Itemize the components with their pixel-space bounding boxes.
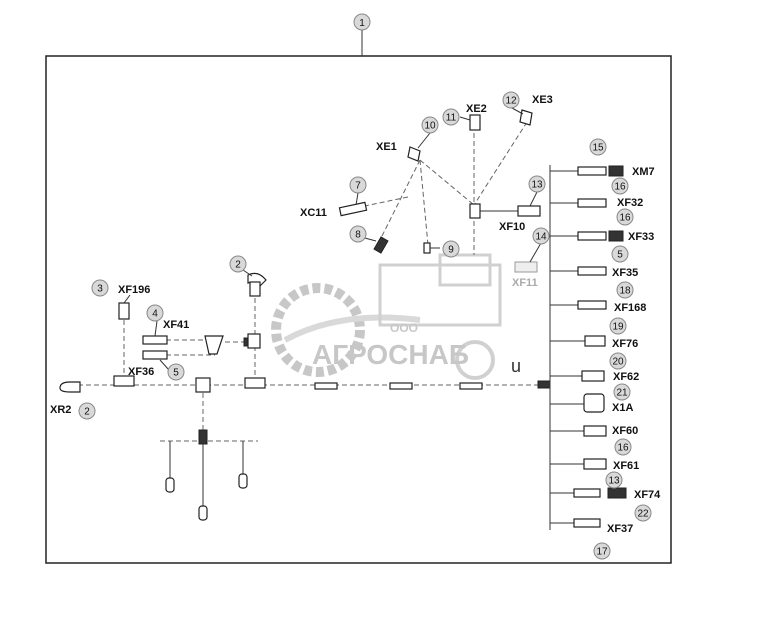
label-xr2: XR2 xyxy=(50,404,71,416)
callout-c22-text: 22 xyxy=(637,509,649,520)
watermark-prefix: ООО xyxy=(390,321,418,335)
label-xf32: XF32 xyxy=(617,197,643,209)
callout-c18-text: 18 xyxy=(619,286,631,297)
callout-c9-text: 9 xyxy=(448,245,454,256)
label-xc11: XC11 xyxy=(300,207,327,219)
callout-c5a xyxy=(167,363,185,381)
callout-c7 xyxy=(349,176,367,194)
xf10-connector xyxy=(517,205,541,217)
callout-c16c xyxy=(614,438,632,456)
callout-c9 xyxy=(442,240,460,258)
callout-c15-text: 15 xyxy=(592,143,604,154)
xf36-connector xyxy=(142,350,168,360)
callout-c2a xyxy=(229,255,247,273)
label-xe1: XE1 xyxy=(376,141,397,153)
diagram-frame xyxy=(45,55,672,564)
xe1-connector xyxy=(407,146,421,162)
callout-c7-text: 7 xyxy=(355,181,361,192)
right-connectors xyxy=(550,165,627,528)
callout-c22 xyxy=(634,504,652,522)
callout-c18 xyxy=(616,281,634,299)
callouts: 2234557891011121313141516161618192021221… xyxy=(78,91,652,560)
callout-c5b-text: 5 xyxy=(617,250,623,261)
callout-c2a-text: 2 xyxy=(235,260,241,271)
callout-c14-text: 14 xyxy=(535,232,547,243)
callout-c19-text: 19 xyxy=(612,322,624,333)
callout-c17-text: 17 xyxy=(596,547,608,558)
callout-c11 xyxy=(442,108,460,126)
callout-c13b-text: 13 xyxy=(608,476,620,487)
xc11-connector xyxy=(338,201,368,217)
label-xf35: XF35 xyxy=(612,267,638,279)
callout-c16c-text: 16 xyxy=(617,443,629,454)
callout-c21 xyxy=(613,383,631,401)
label-xf41: XF41 xyxy=(163,319,189,331)
label-xf11: XF11 xyxy=(512,277,538,289)
callout-c15 xyxy=(589,138,607,156)
leader-lines xyxy=(123,107,542,371)
label-xe3: XE3 xyxy=(532,94,553,106)
label-xe2: XE2 xyxy=(466,103,487,115)
callout-c2b xyxy=(78,402,96,420)
callout-c19 xyxy=(609,317,627,335)
label-xf196: XF196 xyxy=(118,284,150,296)
callout-c12 xyxy=(502,91,520,109)
callout-c2b-text: 2 xyxy=(84,407,90,418)
callout-c20-text: 20 xyxy=(612,357,624,368)
label-xf61: XF61 xyxy=(613,460,639,472)
label-xf76: XF76 xyxy=(612,338,638,350)
callout-c13a-text: 13 xyxy=(531,180,543,191)
callout-c13a xyxy=(528,175,546,193)
xe2-connector xyxy=(469,114,481,131)
callout-c12-text: 12 xyxy=(505,96,517,107)
xr2-connector xyxy=(59,381,81,393)
callout-1-text: 1 xyxy=(359,18,365,29)
callout-c11-text: 11 xyxy=(446,113,457,124)
label-xf60: XF60 xyxy=(612,425,638,437)
callout-c10 xyxy=(421,116,439,134)
xf196-connector xyxy=(118,302,130,320)
xf41-connector xyxy=(142,335,168,345)
callout-c21-text: 21 xyxy=(616,388,628,399)
xe3-connector xyxy=(519,109,533,126)
label-xf36: XF36 xyxy=(128,366,154,378)
upper-branch xyxy=(338,109,541,273)
callout-c16b-text: 16 xyxy=(619,213,631,224)
callout-c8-text: 8 xyxy=(355,230,361,241)
label-xf10: XF10 xyxy=(499,221,525,233)
label-xm7: XM7 xyxy=(632,166,655,178)
label-xf74: XF74 xyxy=(634,489,661,501)
callout-c3-text: 3 xyxy=(97,284,103,295)
callout-c17 xyxy=(593,542,611,560)
watermark-brand: АГРОСНАБ xyxy=(312,339,469,370)
label-xf37: XF37 xyxy=(607,523,633,535)
callout-c16b xyxy=(616,208,634,226)
callout-c4 xyxy=(146,304,164,322)
callout-c20 xyxy=(609,352,627,370)
xf11-connector xyxy=(514,261,538,273)
callout-c16a xyxy=(611,177,629,195)
watermark: ООО АГРОСНАБ xyxy=(271,253,502,380)
callout-c8 xyxy=(349,225,367,243)
callout-c10-text: 10 xyxy=(424,121,436,132)
callout-c4-text: 4 xyxy=(152,309,158,320)
label-xf62: XF62 xyxy=(613,371,639,383)
callout-c13b xyxy=(605,471,623,489)
left-branch xyxy=(59,272,483,521)
label-xf168: XF168 xyxy=(614,302,646,314)
callout-c5b xyxy=(611,245,629,263)
callout-c5a-text: 5 xyxy=(173,368,179,379)
callout-c16a-text: 16 xyxy=(614,182,626,193)
callout-c14 xyxy=(532,227,550,245)
callout-c3 xyxy=(91,279,109,297)
label-x1a: X1A xyxy=(612,402,633,414)
label-xf33: XF33 xyxy=(628,231,654,243)
callout-1 xyxy=(353,13,371,31)
watermark-suffix: u xyxy=(511,356,521,376)
